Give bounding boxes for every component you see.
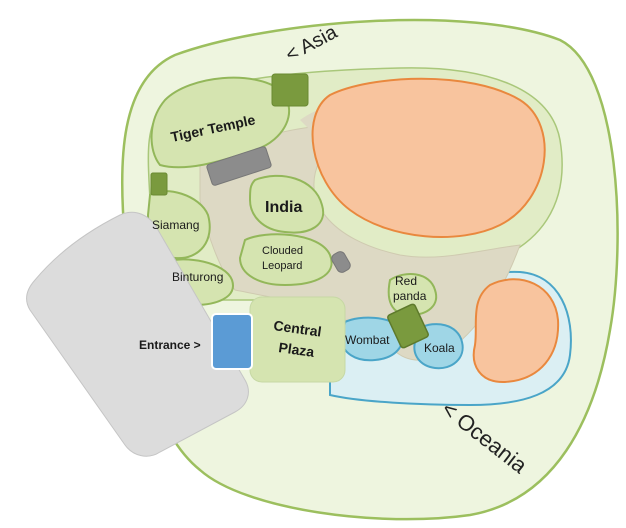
- asia-large-exhibit: [311, 77, 546, 238]
- entrance-gate: [211, 313, 253, 370]
- central-plaza-label-2: Plaza: [278, 339, 316, 360]
- parking-area: [26, 211, 249, 457]
- central-plaza: [249, 296, 346, 383]
- clouded-leopard-exhibit: [238, 233, 333, 287]
- building-gray-tiger: [206, 146, 272, 186]
- siamang-label: Siamang: [152, 218, 199, 232]
- wombat-label: Wombat: [345, 333, 390, 347]
- oceania-large-exhibit: [472, 278, 560, 384]
- wombat-exhibit: [340, 316, 404, 362]
- central-plaza-label-1: Central: [273, 317, 323, 340]
- clouded-leopard-label-2: Leopard: [262, 260, 302, 272]
- entrance-label: Entrance >: [139, 338, 201, 352]
- clouded-leopard-label-1: Clouded: [262, 245, 303, 257]
- binturong-label: Binturong: [172, 270, 223, 284]
- india-exhibit: [248, 174, 325, 234]
- building-red-panda: [387, 303, 429, 349]
- building-asia-gate: [271, 73, 309, 107]
- red-panda-label-1: Red: [395, 274, 417, 288]
- red-panda-label-2: panda: [393, 289, 427, 303]
- india-label: India: [265, 199, 302, 216]
- red-panda-exhibit: [387, 273, 438, 317]
- building-gray-leopard: [331, 251, 351, 273]
- building-siamang: [150, 172, 168, 196]
- koala-label: Koala: [424, 341, 455, 355]
